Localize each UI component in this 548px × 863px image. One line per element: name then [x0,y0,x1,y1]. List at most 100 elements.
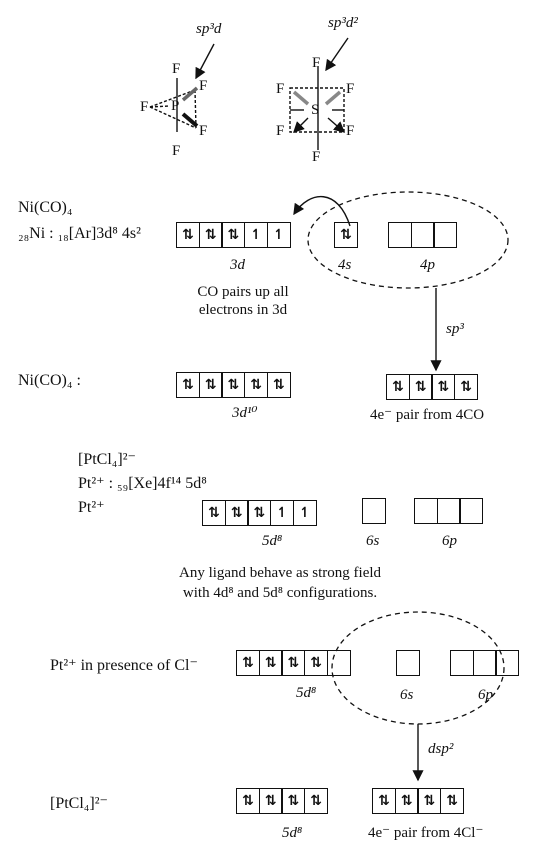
nico-sp3-label: sp³ [446,321,464,337]
sf6-hybrid-label: sp³d² [328,15,358,31]
orbital-box: ⇅ [454,374,479,400]
pf5-center: P [171,98,180,114]
orbital-box [472,650,497,676]
nico-3d10-orbitals: ⇅⇅⇅⇅⇅ [176,372,291,398]
nico-4p-orbitals [388,222,458,248]
pt-cl-6p-orbitals [450,650,520,676]
label-5d8-cl: 5d⁸ [296,685,317,701]
orbital-box: ⇅ [304,650,329,676]
ptcl4-title: [PtCl₄]²⁻ [78,451,136,468]
label-5d8-complex: 5d⁸ [282,825,303,841]
orbital-box: ⇅ [198,372,223,398]
orbital-box: ⇅ [334,222,358,248]
orbital-box: ⇅ [236,650,260,676]
orbital-box: ⇅ [372,788,396,814]
nico-note-2: electrons in 3d [198,302,288,318]
orbital-box: ↿ [292,500,317,526]
orbital-box: ⇅ [281,788,306,814]
label-6p-cl: 6p [478,687,493,703]
sf6-f-top: F [312,55,321,71]
label-sp3-pairs: 4e⁻ pair from 4CO [370,407,485,423]
orbital-box [326,650,351,676]
nico-note-1: CO pairs up all [197,284,289,300]
sf6-f-ll: F [276,123,285,139]
orbital-box [410,222,435,248]
orbital-box: ⇅ [247,500,272,526]
label-3d: 3d [230,257,245,273]
pt-config: Pt²⁺ : ₅₉[Xe]4f¹⁴ 5d⁸ [78,475,207,492]
orbital-box [459,498,484,524]
nico-hybrid-ellipse [307,191,509,289]
orbital-box [495,650,520,676]
pt-6p-orbitals [414,498,484,524]
orbital-box: ⇅ [258,650,283,676]
orbital-box [433,222,458,248]
pf5-hybrid-arrow [195,43,215,80]
orbital-box: ⇅ [386,374,410,400]
orbital-box [414,498,438,524]
nico-config: ₂₈Ni : ₁₈[Ar]3d⁸ 4s² [18,225,141,242]
pf5-hybrid-label: sp³d [196,21,222,37]
pt-cl-title: Pt²⁺ in presence of Cl⁻ [50,657,198,674]
sf6-f-ur: F [346,81,355,97]
pairing-arrow [293,196,351,227]
pt-note-1: Any ligand behave as strong field [178,565,382,581]
pf5-structure [149,43,215,132]
pf5-f-lowright: F [199,123,208,139]
label-6p: 6p [442,533,457,549]
orbital-box: ⇅ [224,500,249,526]
orbital-box: ↿ [270,500,295,526]
orbital-box: ↿ [244,222,269,248]
label-6s: 6s [366,533,380,549]
orbital-box [436,498,461,524]
sf6-hybrid-arrow [325,37,349,72]
ptcl4-5d-orbitals: ⇅⇅⇅⇅ [236,788,329,814]
pf5-f-top: F [172,61,181,77]
pt-6s-orbital [362,498,386,524]
label-4s: 4s [338,257,352,273]
orbital-box: ⇅ [266,372,291,398]
pt-cl-5d-orbitals: ⇅⇅⇅⇅ [236,650,351,676]
sf6-f-lr: F [346,123,355,139]
sf6-f-ul: F [276,81,285,97]
pf5-bold-bond [181,112,199,128]
orbital-box: ⇅ [198,222,223,248]
nico-sp3-orbitals: ⇅⇅⇅⇅ [386,374,479,400]
orbital-box: ↿ [266,222,291,248]
pf5-f-upright: F [199,78,208,94]
orbital-box [388,222,412,248]
orbital-box [362,498,386,524]
pf5-f-left: F [140,99,149,115]
label-4p: 4p [420,257,435,273]
pf5-eq-bond-left [149,105,171,108]
pf5-wedge-bond [181,86,199,102]
sf6-structure [289,37,349,150]
orbital-box: ⇅ [221,222,246,248]
orbital-box: ⇅ [440,788,465,814]
pt-5d-orbitals: ⇅⇅⇅↿↿ [202,500,317,526]
pt-note-2: with 4d⁸ and 5d⁸ configurations. [182,585,378,601]
orbital-box [396,650,420,676]
orbital-box: ⇅ [236,788,260,814]
nico-complex-title: Ni(CO)₄ : [18,372,81,389]
nico-3d-orbitals: ⇅⇅⇅↿↿ [176,222,291,248]
pf5-f-bottom: F [172,143,181,159]
nico-title: Ni(CO)₄ [18,199,73,216]
sf6-center: S [311,102,320,118]
label-6s-cl: 6s [400,687,414,703]
ptcl4-dsp2-orbitals: ⇅⇅⇅⇅ [372,788,465,814]
nico-4s-orbital: ⇅ [334,222,358,248]
orbital-box: ⇅ [281,650,306,676]
orbital-box: ⇅ [258,788,283,814]
ptcl4-complex-title: [PtCl₄]²⁻ [50,795,108,812]
orbital-box [450,650,474,676]
pt-cl-6s-orbital [396,650,420,676]
orbital-box: ⇅ [176,372,200,398]
label-dsp2-pairs: 4e⁻ pair from 4Cl⁻ [368,825,484,841]
orbital-box: ⇅ [431,374,456,400]
orbital-box: ⇅ [244,372,269,398]
pt-dsp2-label: dsp² [428,741,454,757]
orbital-box: ⇅ [394,788,419,814]
pt-ion-label: Pt²⁺ [78,499,105,516]
